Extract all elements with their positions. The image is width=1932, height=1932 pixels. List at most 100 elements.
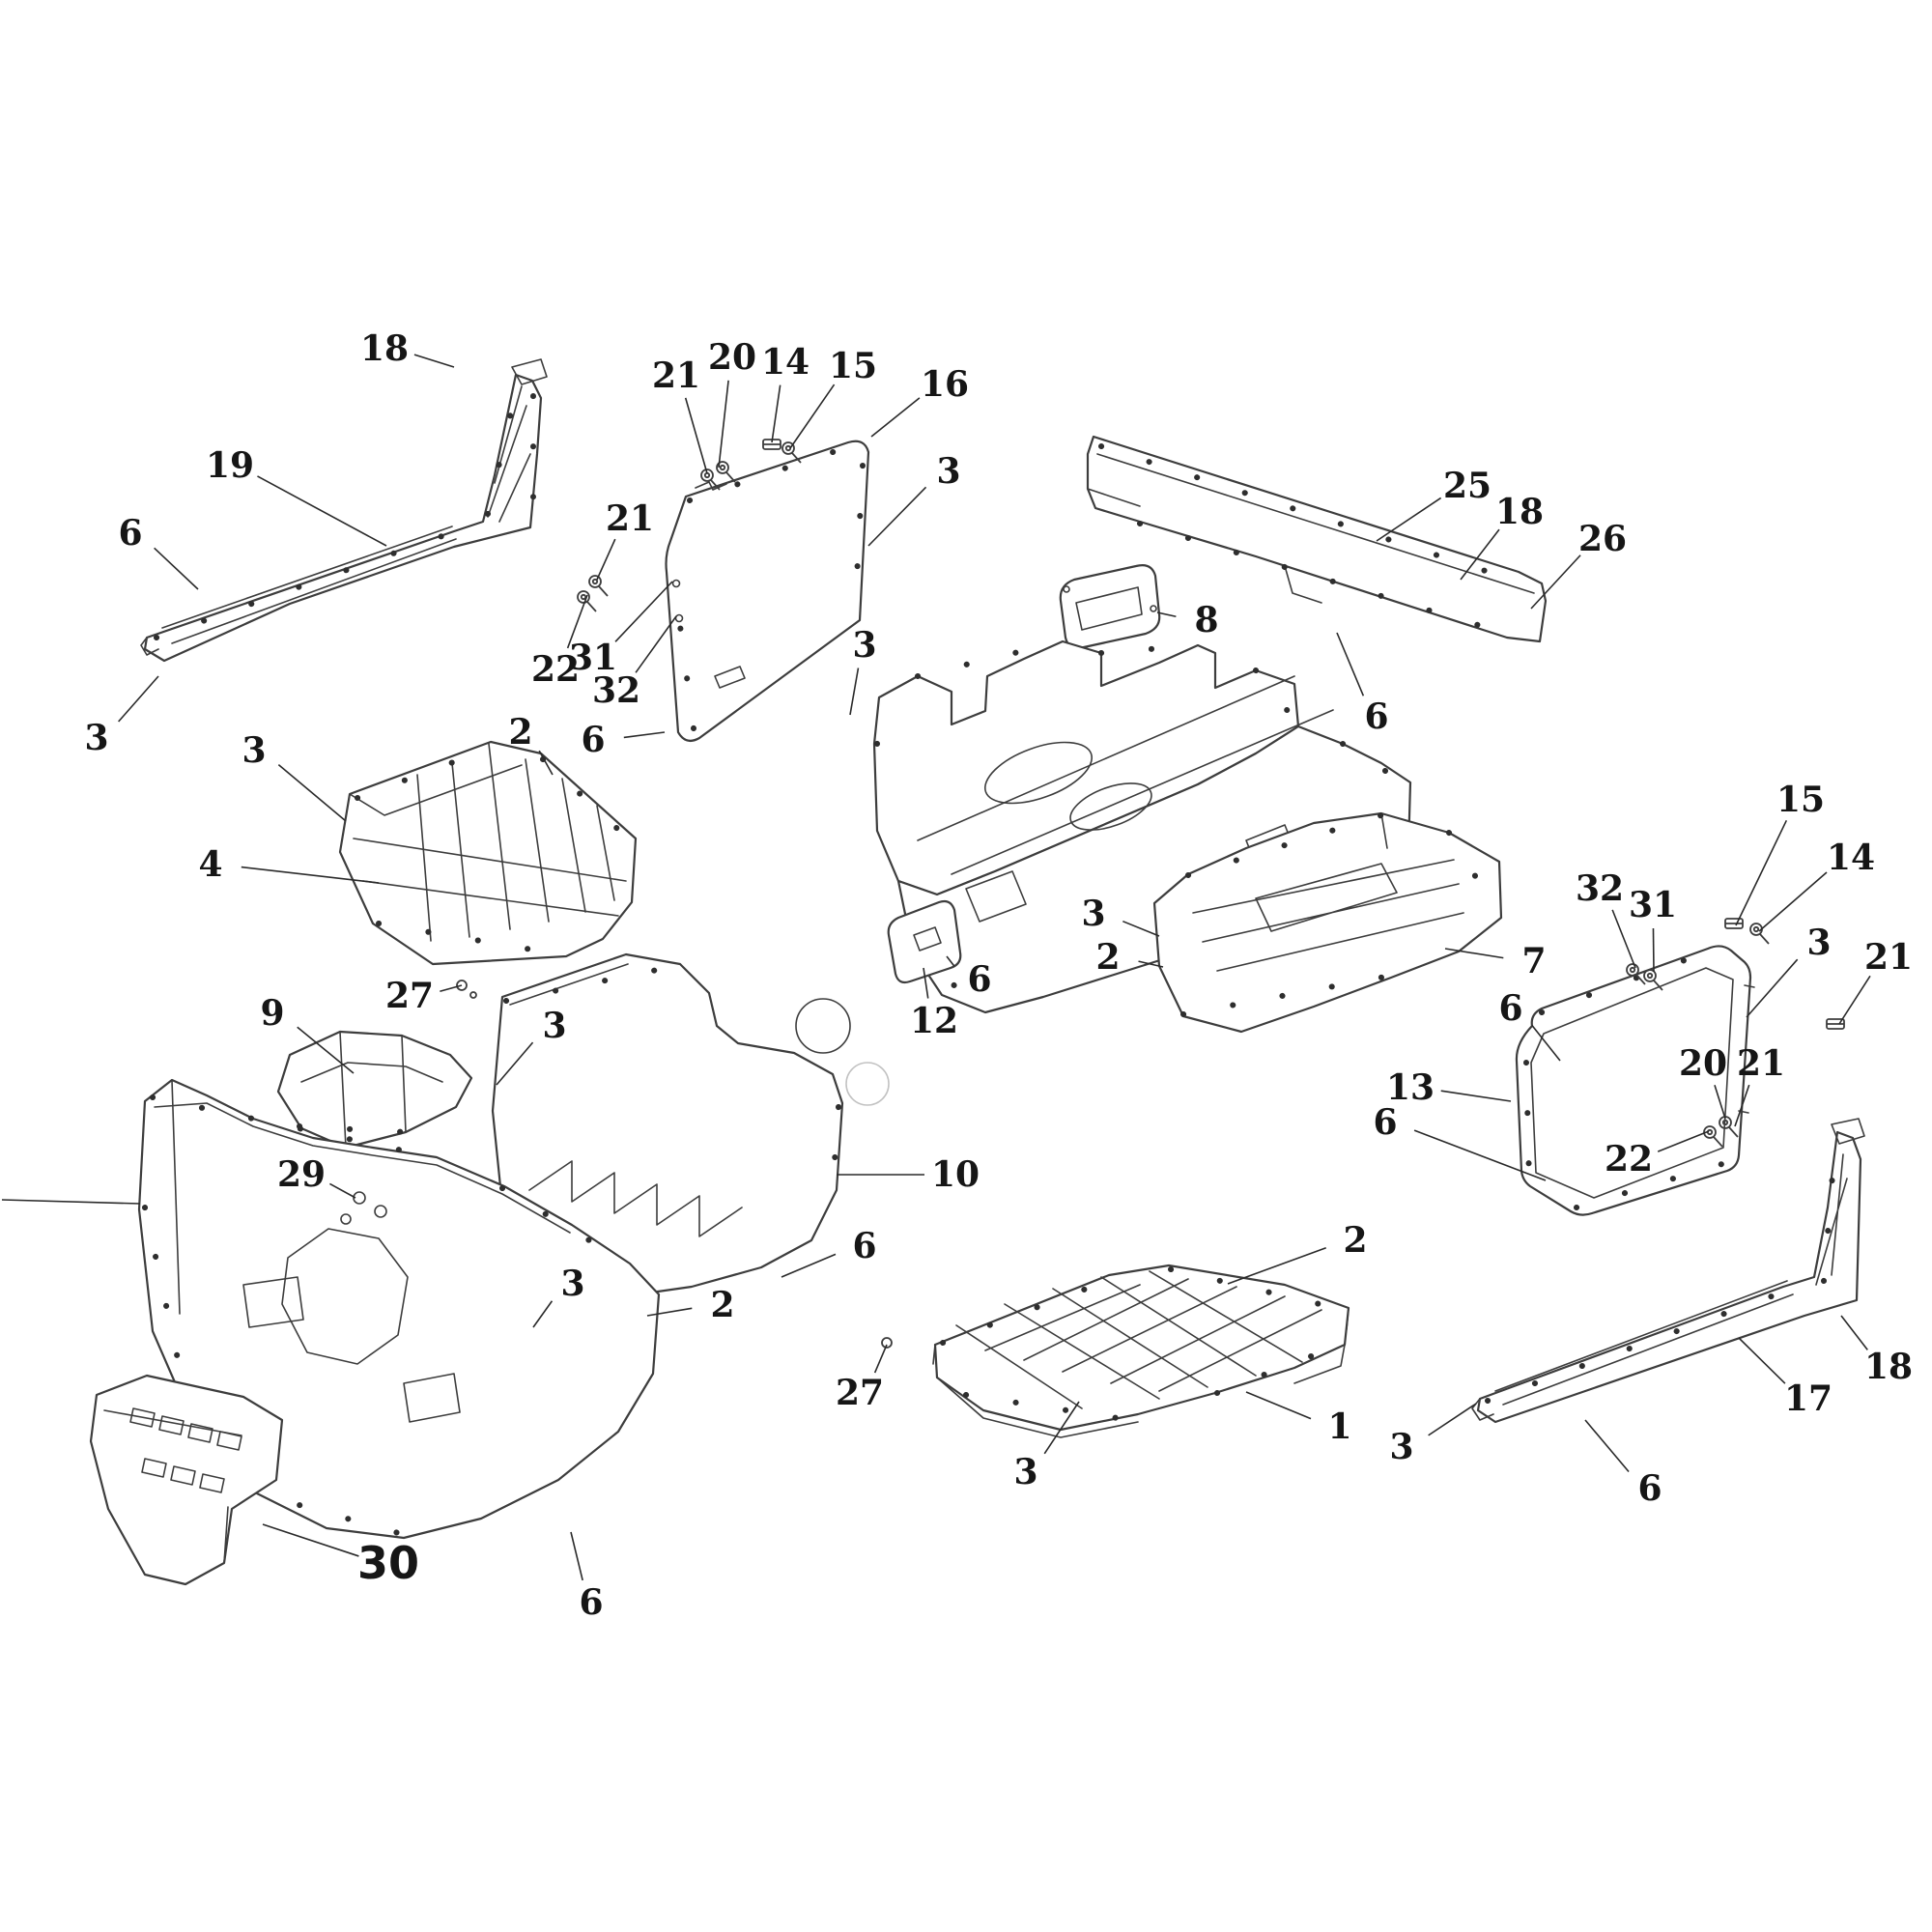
leader-line [623, 731, 666, 739]
callout-label: 17 [1784, 1378, 1833, 1419]
leader-line [635, 615, 677, 673]
leader-line [1460, 528, 1500, 581]
callout-label: 27 [836, 1373, 884, 1413]
callout-label: 3 [852, 625, 876, 666]
edge-leader [1, 1199, 141, 1205]
callout-label: 2 [1343, 1220, 1367, 1261]
leader-line [771, 384, 781, 443]
leader-line [1413, 1129, 1547, 1181]
callout-label: 6 [118, 513, 142, 554]
callout-label: 13 [1386, 1067, 1435, 1108]
callout-label: 3 [1806, 923, 1831, 963]
part-frame-rail-right [1471, 1118, 1865, 1424]
leader-line [241, 866, 380, 884]
callout-label: 19 [206, 445, 254, 486]
leader-line [1840, 1315, 1868, 1350]
leader-line [262, 1523, 359, 1557]
callout-label: 18 [1864, 1347, 1913, 1387]
leader-line [1440, 1090, 1512, 1102]
callout-label: 6 [1364, 696, 1388, 737]
leader-line [566, 594, 588, 649]
callout-label: 7 [1521, 941, 1546, 981]
leader-line [1714, 1085, 1726, 1120]
callout-label: 6 [967, 959, 991, 1000]
callout-label: 14 [1827, 838, 1875, 878]
leader-line [867, 486, 927, 547]
part-cargo-floor [932, 1264, 1350, 1438]
leader-line [1138, 960, 1164, 968]
leader-line [277, 764, 347, 822]
part-access-cover [1059, 564, 1161, 649]
leader-line [1838, 975, 1871, 1025]
leader-line [923, 967, 929, 999]
callout-label: 3 [1013, 1452, 1037, 1492]
callout-label: 22 [531, 649, 580, 690]
leader-line [684, 397, 708, 474]
callout-label: 2 [508, 712, 532, 753]
leader-line [1444, 948, 1504, 959]
leader-line [1657, 1130, 1710, 1152]
callout-label: 21 [652, 355, 700, 396]
leader-line [1531, 1024, 1561, 1062]
leader-line [1652, 927, 1655, 973]
leader-line [1156, 611, 1177, 618]
leader-line [257, 475, 387, 547]
callout-label: 9 [260, 993, 284, 1034]
callout-label: 32 [1576, 868, 1624, 909]
callout-label: 1 [1327, 1406, 1351, 1447]
leader-line [646, 1307, 693, 1317]
callout-label: 14 [761, 342, 810, 383]
part-side-panel-upper [665, 440, 870, 743]
callout-label: 10 [931, 1154, 980, 1195]
leader-line [1734, 1084, 1750, 1127]
leader-line [154, 547, 199, 590]
callout-label: 8 [1194, 600, 1218, 640]
callout-label: 16 [921, 364, 969, 405]
leader-line [329, 1182, 356, 1199]
leader-line [413, 354, 455, 368]
leader-line [1746, 958, 1799, 1018]
part-door-panel [1515, 945, 1755, 1216]
leader-line [718, 380, 729, 469]
callout-label: 3 [84, 718, 108, 758]
callout-label: 2 [710, 1285, 734, 1325]
callout-label: 15 [1776, 780, 1825, 820]
leader-line [1376, 497, 1442, 542]
leader-line [570, 1531, 583, 1581]
part-main-floor-assembly [872, 639, 1412, 1014]
callout-label: 6 [1498, 988, 1522, 1029]
callout-label: 3 [1389, 1427, 1413, 1467]
callout-label: 21 [1864, 937, 1913, 978]
leader-line [1738, 1337, 1786, 1384]
callout-label: 3 [542, 1006, 566, 1046]
part-vent-grid-panel [338, 740, 638, 966]
leader-line [849, 668, 860, 716]
leader-line [1336, 632, 1365, 696]
leader-line [496, 1041, 534, 1086]
part-floor-tray-right [1152, 811, 1503, 1034]
leader-line [1758, 871, 1828, 932]
leader-line [946, 955, 955, 967]
part-access-plate [887, 899, 962, 984]
leader-line [1227, 1246, 1326, 1285]
leader-line [1245, 1391, 1312, 1420]
leader-line [1611, 909, 1636, 969]
callout-label: 32 [592, 670, 640, 711]
callout-label: 31 [1629, 885, 1677, 925]
leader-line [873, 1344, 888, 1374]
callout-label: 25 [1443, 466, 1492, 506]
leader-line [870, 397, 921, 438]
leader-line [781, 1253, 837, 1278]
part-frame-rail-left [140, 358, 548, 663]
leader-line [538, 750, 554, 776]
callout-label: 4 [198, 844, 222, 885]
callout-label: 3 [560, 1264, 584, 1304]
leader-line [1122, 920, 1160, 937]
part-vent-bracket [89, 1374, 284, 1586]
callout-label: 30 [357, 1537, 419, 1589]
callout-label: 26 [1578, 519, 1627, 559]
callout-label: 3 [1081, 894, 1105, 934]
